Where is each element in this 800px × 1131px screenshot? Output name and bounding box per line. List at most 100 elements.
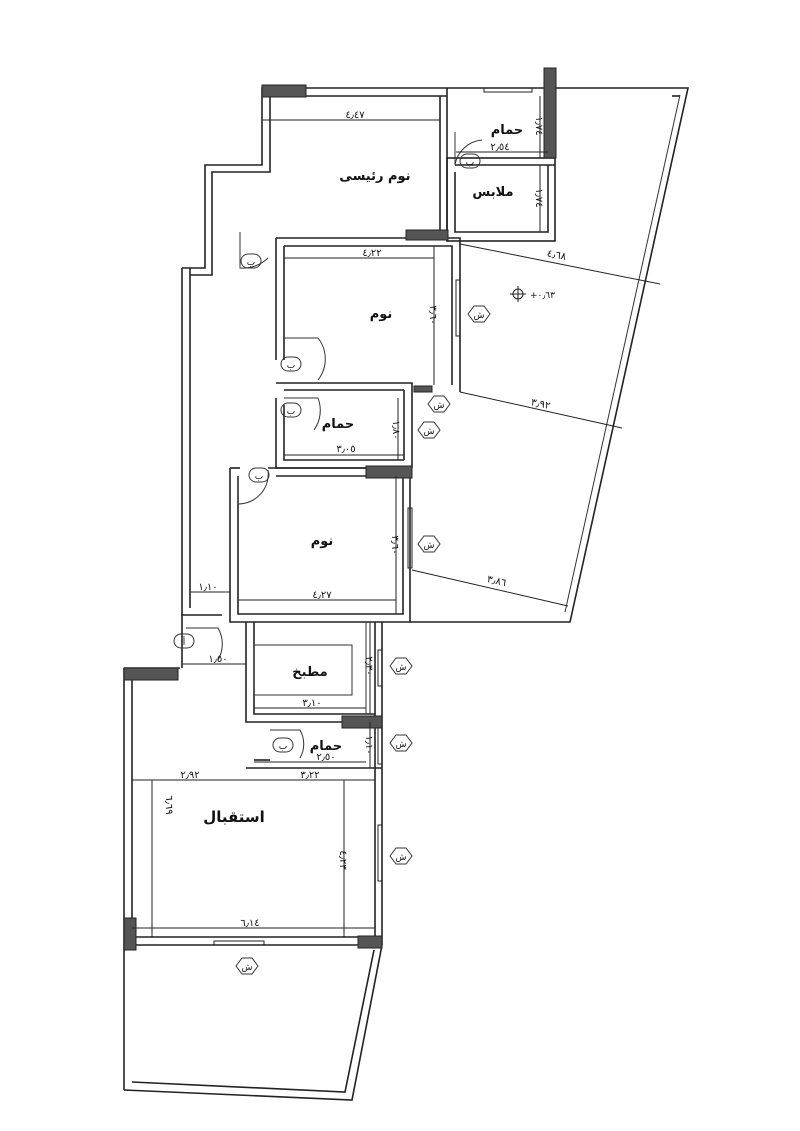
reception-walls bbox=[123, 615, 383, 1101]
opening-tags: ب ب ب ب ب أ ب ش ش ش ش ش ش ش ش bbox=[173, 153, 491, 975]
door-tag: أ bbox=[173, 633, 195, 649]
svg-text:ش: ش bbox=[242, 963, 253, 973]
svg-text:ب: ب bbox=[279, 742, 287, 752]
dim-label: ١٫٧٤ bbox=[533, 188, 544, 207]
dim-label: ٤٫٢٢ bbox=[362, 248, 381, 259]
dimension-labels: ٤٫٤٧ ٢٫٥٤ ١٫٧٤ ١٫٧٤ ٤٫٢٢ ٤٫٦٨ ٣٫٦٠ ٣٫٩٢ … bbox=[163, 110, 568, 929]
dim-label: ٤٫٤٧ bbox=[345, 110, 365, 121]
window-tag: ش bbox=[417, 421, 441, 439]
column bbox=[543, 67, 557, 159]
master-suite-walls bbox=[439, 88, 556, 242]
dim-label: ٣٫٢٢ bbox=[300, 770, 319, 781]
room-label-reception: استقبال bbox=[203, 808, 265, 826]
room-label-bedroom-2: نوم bbox=[311, 534, 334, 549]
svg-text:ب: ب bbox=[287, 407, 295, 417]
door-swing bbox=[186, 627, 223, 661]
room-labels: نوم رئيسى حمام ملابس نوم حمام نوم مطبخ ح… bbox=[203, 123, 523, 826]
door-tag: ب bbox=[280, 356, 302, 372]
dim-label: ٢٫٥٠ bbox=[316, 752, 335, 763]
window bbox=[455, 279, 461, 337]
dim-label: ٤٫٦٨ bbox=[546, 248, 568, 263]
window bbox=[377, 649, 383, 687]
window bbox=[483, 87, 533, 93]
door-swing bbox=[239, 232, 269, 269]
window bbox=[407, 507, 413, 569]
level-marker: +٠٫٦٣ bbox=[510, 286, 555, 302]
column bbox=[341, 715, 383, 729]
room-label-master-bedroom: نوم رئيسى bbox=[339, 169, 410, 184]
svg-text:ش: ش bbox=[424, 427, 435, 437]
door-swing bbox=[237, 469, 269, 505]
door-tag: ب bbox=[459, 153, 481, 169]
door-swing bbox=[454, 132, 483, 166]
dim-label: ١٫٨٠ bbox=[390, 420, 401, 439]
column bbox=[261, 84, 307, 98]
windows bbox=[213, 87, 533, 946]
svg-text:ب: ب bbox=[255, 472, 263, 482]
svg-text:ش: ش bbox=[474, 311, 485, 321]
door-tag: ب bbox=[280, 402, 302, 418]
dimension-lines bbox=[132, 96, 661, 937]
dim-label: ٦٫١٤ bbox=[240, 918, 259, 929]
svg-text:ب: ب bbox=[287, 361, 295, 371]
door-tag: ب bbox=[248, 467, 270, 483]
room-label-bath-2: حمام bbox=[322, 417, 355, 432]
svg-text:ش: ش bbox=[396, 853, 407, 863]
bedroom-2-walls bbox=[229, 467, 411, 623]
column bbox=[405, 229, 449, 241]
dim-label: ٢٫٣٠ bbox=[363, 656, 374, 675]
window-tag: ش bbox=[235, 957, 259, 975]
columns bbox=[123, 67, 557, 951]
window bbox=[377, 727, 383, 765]
svg-text:ش: ش bbox=[396, 740, 407, 750]
window bbox=[213, 940, 265, 946]
door-tag: ب bbox=[240, 253, 262, 269]
room-label-bath-3: حمام bbox=[310, 739, 343, 754]
dim-label: ١٫١٠ bbox=[363, 735, 374, 754]
outer-walls bbox=[181, 87, 689, 623]
level-marker-label: +٠٫٦٣ bbox=[530, 291, 555, 301]
window-tag: ش bbox=[417, 535, 441, 553]
svg-text:ب: ب bbox=[247, 258, 255, 268]
window-tag: ش bbox=[389, 657, 413, 675]
window-tag: ش bbox=[427, 395, 451, 413]
dim-label: ٢٫٥٤ bbox=[490, 142, 509, 153]
dim-label: ٦٫٦٩ bbox=[163, 795, 174, 814]
dim-label: ١٫١٠ bbox=[198, 582, 217, 593]
svg-text:أ: أ bbox=[183, 636, 186, 648]
svg-text:ش: ش bbox=[434, 401, 445, 411]
dim-label: ٤٫٢٧ bbox=[312, 590, 332, 601]
dim-label: ٣٫٠٥ bbox=[336, 444, 355, 455]
svg-text:ش: ش bbox=[396, 663, 407, 673]
dim-label: ٣٫٩٢ bbox=[530, 397, 551, 412]
dim-label: ١٫٥٠ bbox=[208, 654, 227, 665]
window-tag: ش bbox=[389, 734, 413, 752]
room-label-closet: ملابس bbox=[472, 185, 513, 200]
room-label-bath-master: حمام bbox=[491, 123, 524, 138]
door-swing bbox=[270, 729, 305, 759]
door-tag: ب bbox=[272, 737, 294, 753]
dim-label: ٢٫٩٢ bbox=[180, 770, 199, 781]
dim-label: ٣٫٨٦ bbox=[486, 574, 507, 589]
window-tag: ش bbox=[389, 847, 413, 865]
svg-text:ب: ب bbox=[466, 158, 474, 168]
column bbox=[413, 385, 433, 393]
doors bbox=[186, 132, 483, 759]
room-label-bedroom-1: نوم bbox=[370, 307, 393, 322]
column bbox=[357, 935, 383, 949]
dim-label: ٤٫٢٣ bbox=[337, 850, 348, 870]
dim-label: ٣٫١٠ bbox=[302, 698, 321, 709]
room-label-kitchen: مطبخ bbox=[292, 665, 327, 680]
dim-label: ٣٫٦٠ bbox=[427, 305, 438, 324]
column bbox=[123, 917, 137, 951]
door-swing bbox=[284, 397, 321, 431]
dim-label: ٣٫٦٠ bbox=[389, 535, 400, 554]
door-swing bbox=[284, 337, 326, 381]
column bbox=[123, 667, 179, 681]
window bbox=[377, 824, 383, 882]
window-tag: ش bbox=[467, 305, 491, 323]
column bbox=[365, 465, 413, 479]
svg-text:ش: ش bbox=[424, 541, 435, 551]
dim-label: ١٫٧٤ bbox=[533, 116, 544, 135]
